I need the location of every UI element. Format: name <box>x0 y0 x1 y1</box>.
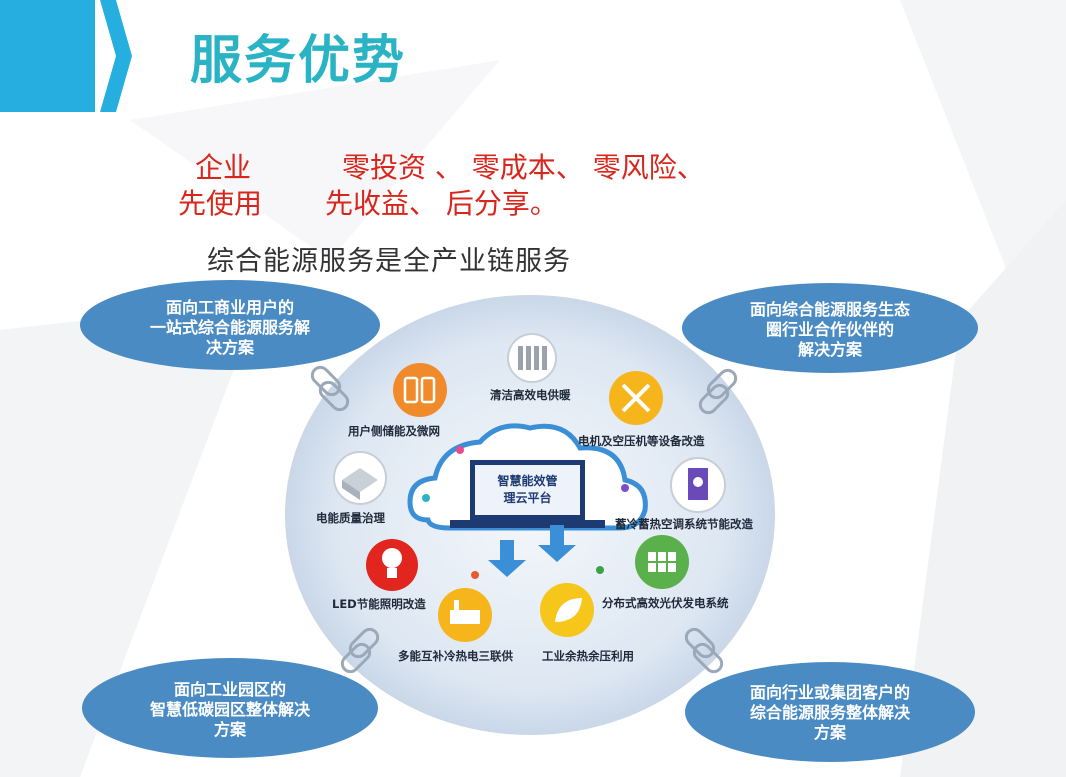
decorative-dots <box>422 446 629 579</box>
slogan-line1-left: 企业 <box>195 151 252 184</box>
item-label-solar: 分布式高效光伏发电系统 <box>602 596 729 610</box>
page-title: 服务优势 <box>190 31 407 91</box>
chain-link-icon <box>310 365 738 674</box>
slogan-line2-right: 先收益、 后分享。 <box>325 187 558 220</box>
ellipse-top-left <box>80 280 380 370</box>
slogan-line2-left: 先使用 <box>178 187 263 220</box>
item-label-hvac: 蓄冷蓄热空调系统节能改造 <box>615 517 753 531</box>
ellipse-top-right <box>682 283 978 373</box>
radiator-icon <box>507 333 557 383</box>
diagram-graphics <box>80 280 978 762</box>
corner-label-bottom-right: 面向行业或集团客户的 综合能源服务整体解决 方案 <box>749 683 910 742</box>
corner-label-top-right: 面向综合能源服务生态 圈行业合作伙伴的 解决方案 <box>749 300 910 359</box>
service-diagram: 面向工商业用户的 一站式综合能源服务解 决方案 面向综合能源服务生态 圈行业合作… <box>80 270 980 770</box>
item-label-led: LED节能照明改造 <box>332 597 426 611</box>
item-label-power-quality: 电能质量治理 <box>316 511 385 525</box>
slogan-line1-right: 零投资 、 零成本、 零风险、 <box>342 151 705 184</box>
cloud-icon <box>407 423 648 531</box>
arrow-icon <box>488 525 576 577</box>
item-label-cchp: 多能互补冷热电三联供 <box>398 649 513 663</box>
corner-label-bottom-left: 面向工业园区的 智慧低碳园区整体解决 方案 <box>149 680 310 739</box>
leaf-icon <box>540 583 594 637</box>
cloud-platform-label: 智慧能效管 理云平台 <box>497 474 558 505</box>
hvac-icon <box>670 457 726 513</box>
subtitle: 综合能源服务是全产业链服务 <box>207 246 571 277</box>
item-label-waste-heat: 工业余热余压利用 <box>542 649 634 663</box>
item-label-storage: 用户侧储能及微网 <box>348 424 440 438</box>
title-accent-block <box>0 0 132 112</box>
item-label-heating: 清洁高效电供暖 <box>490 388 571 402</box>
corner-label-top-left: 面向工商业用户的 一站式综合能源服务解 决方案 <box>149 298 310 357</box>
ellipse-bottom-left <box>82 658 378 758</box>
tools-icon <box>609 371 663 425</box>
led-bulb-icon <box>366 539 418 591</box>
power-quality-icon <box>333 451 387 505</box>
solar-panel-icon <box>635 535 689 589</box>
ellipse-bottom-right <box>685 662 975 762</box>
factory-icon <box>438 588 492 642</box>
battery-icon <box>393 363 447 417</box>
item-label-motor: 电机及空压机等设备改造 <box>578 434 705 448</box>
